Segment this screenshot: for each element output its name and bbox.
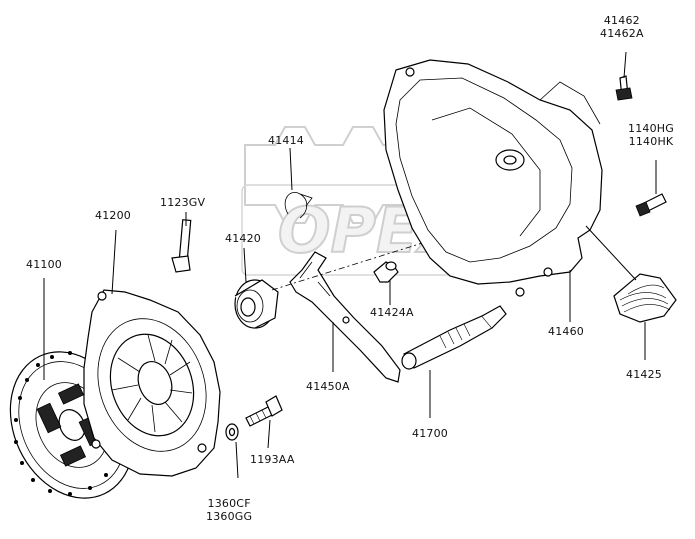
label-41460: 41460 [548,325,584,338]
bolt-41462 [615,75,633,101]
washer-1360cf [225,423,239,441]
label-1140hk: 1140HK [628,135,674,148]
label-1140hg: 1140HG [628,122,674,135]
release-fork-41450a [289,251,401,383]
bolt-1140hg [635,193,667,217]
centerline [271,199,561,291]
label-1360-group: 1360CF 1360GG [206,497,252,523]
bolt-1193aa [245,395,283,427]
boot-41425 [613,273,677,323]
label-41462-group: 41462 41462A [600,14,644,40]
leader-lines [43,51,657,479]
clutch-cover-41200 [83,289,221,477]
label-1140-group: 1140HG 1140HK [628,122,674,148]
label-1360cf: 1360CF [207,497,251,510]
label-1193aa: 1193AA [250,453,295,466]
slave-cylinder-41700 [401,305,507,370]
label-41462a: 41462A [600,27,644,40]
label-41200: 41200 [95,209,131,222]
pivot-41424a [373,261,399,283]
clutch-housing-41460 [383,59,603,297]
label-41100: 41100 [26,258,62,271]
label-41414: 41414 [268,134,304,147]
release-bearing-41420 [234,279,279,329]
label-41450a: 41450A [306,380,350,393]
label-41424a: 41424A [370,306,414,319]
label-1360gg: 1360GG [206,510,253,523]
label-41420: 41420 [225,232,261,245]
clip-41414 [284,192,313,219]
label-1123gv: 1123GV [160,196,206,209]
bolt-1123gv [171,219,192,273]
label-41462: 41462 [603,14,640,27]
label-41700: 41700 [412,427,448,440]
label-41425: 41425 [626,368,662,381]
